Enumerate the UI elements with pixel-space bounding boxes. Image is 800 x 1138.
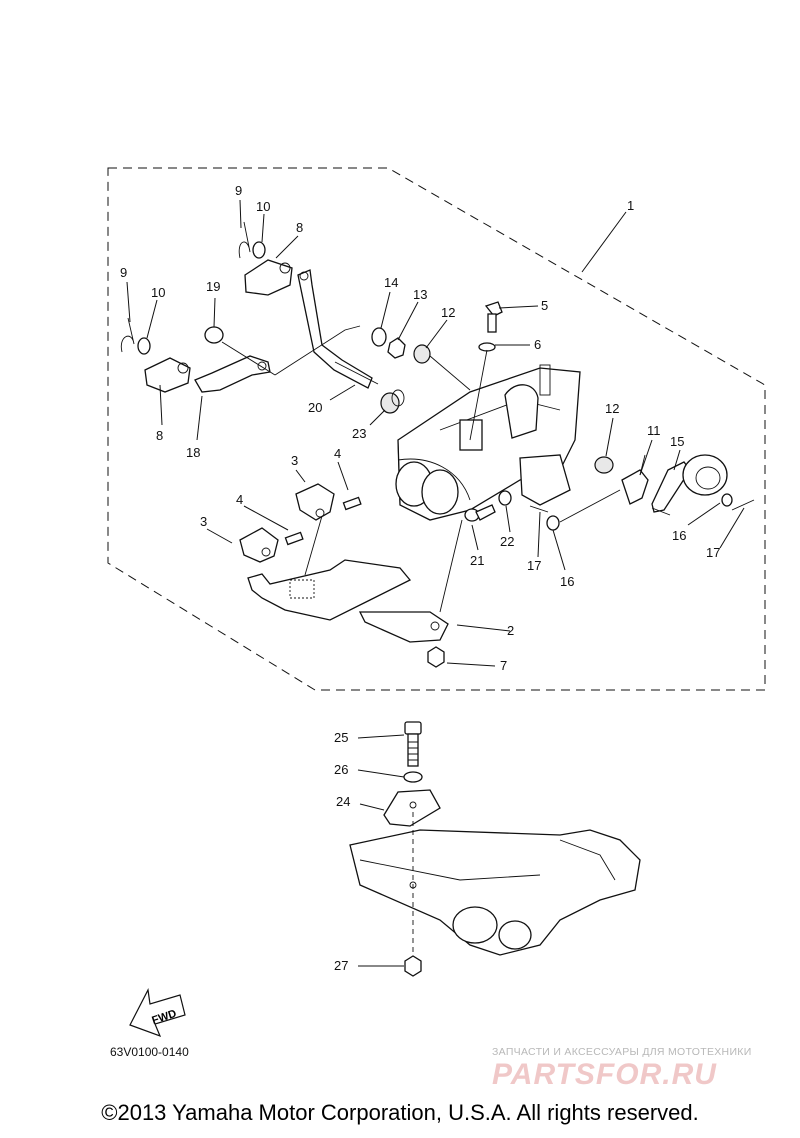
watermark-logo: PARTSFOR.RU	[492, 1058, 717, 1091]
callout-27: 27	[334, 958, 348, 973]
bolt-5	[484, 301, 503, 333]
callout-1: 1	[627, 198, 634, 213]
clip-9-lower	[120, 317, 135, 353]
washer-16-left	[546, 515, 560, 531]
nut-7	[427, 646, 445, 668]
clip-17-right	[731, 499, 755, 511]
callout-20: 20	[308, 400, 322, 415]
cam-3-lower	[239, 527, 279, 563]
callout-12-lower: 12	[605, 401, 619, 416]
assembly-boundary	[107, 167, 766, 691]
callout-3-upper: 3	[291, 453, 298, 468]
callout-9-upper: 9	[235, 183, 242, 198]
callout-6: 6	[534, 337, 541, 352]
bracket-link	[439, 519, 463, 613]
copyright-notice: ©2013 Yamaha Motor Corporation, U.S.A. A…	[101, 1100, 699, 1125]
remote-control-housing	[682, 454, 728, 496]
bracket-2	[247, 559, 449, 643]
joint-8-lower	[144, 357, 191, 393]
callout-11: 11	[647, 423, 661, 438]
lever-18	[194, 355, 271, 393]
washer-26	[403, 771, 423, 783]
bolt-25	[404, 721, 422, 767]
callout-12-upper: 12	[441, 305, 455, 320]
callout-13: 13	[413, 287, 427, 302]
link-dash	[559, 489, 621, 523]
washer-14	[371, 327, 387, 347]
pin-4-upper	[342, 496, 362, 511]
callout-18: 18	[186, 445, 200, 460]
joint-8-upper	[244, 259, 293, 296]
callout-23: 23	[352, 426, 366, 441]
bolt-5-axis	[469, 349, 488, 441]
diagram-code: 63V0100-0140	[110, 1045, 189, 1059]
callout-19: 19	[206, 279, 220, 294]
watermark-tagline: ЗАПЧАСТИ И АКСЕССУАРЫ ДЛЯ МОТОТЕХНИКИ	[492, 1046, 752, 1058]
callout-22: 22	[500, 534, 514, 549]
lower-bracket	[349, 812, 641, 960]
engine-housing	[395, 364, 581, 521]
pin-4-lower	[284, 531, 304, 546]
callout-15: 15	[670, 434, 684, 449]
nut-27	[404, 955, 422, 977]
clip-9-upper	[238, 221, 251, 259]
callout-26: 26	[334, 762, 348, 777]
callout-4-lower: 4	[236, 492, 243, 507]
callout-17-right: 17	[706, 545, 720, 560]
joint-11	[621, 454, 649, 505]
nut-13	[387, 337, 406, 359]
callout-10-lower: 10	[151, 285, 165, 300]
washer-6	[478, 342, 496, 352]
callout-14: 14	[384, 275, 398, 290]
washer-10-upper	[252, 241, 266, 259]
callout-24: 24	[336, 794, 350, 809]
cam-link	[304, 515, 323, 576]
callout-8-lower: 8	[156, 428, 163, 443]
bushing-12-upper	[413, 344, 471, 391]
callout-8-upper: 8	[296, 220, 303, 235]
lever-20	[297, 269, 379, 389]
callout-9-lower: 9	[120, 265, 127, 280]
bolt-21	[464, 504, 496, 522]
link-15	[651, 461, 691, 516]
callout-4-upper: 4	[334, 446, 341, 461]
callouts: 1 2 3 3 4 4 5 6 7 8 8 9 9 10 10 11 12 12…	[120, 183, 720, 973]
bushing-12-lower	[594, 456, 614, 474]
callout-5: 5	[541, 298, 548, 313]
cam-3-upper	[295, 483, 335, 521]
callout-17-lower: 17	[527, 558, 541, 573]
plate-24	[383, 789, 441, 827]
link-rod	[274, 325, 361, 376]
washer-22	[498, 490, 512, 506]
callout-25: 25	[334, 730, 348, 745]
callout-16-right: 16	[672, 528, 686, 543]
leader-lines	[126, 199, 745, 967]
washer-16-right	[721, 493, 733, 507]
callout-10-upper: 10	[256, 199, 270, 214]
fwd-arrow-icon: FWD	[129, 988, 186, 1038]
clip-17-left	[529, 505, 549, 513]
bushing-23	[380, 389, 405, 414]
callout-16-lower: 16	[560, 574, 574, 589]
callout-7: 7	[500, 658, 507, 673]
callout-2: 2	[507, 623, 514, 638]
washer-10-lower	[137, 337, 151, 355]
callout-21: 21	[470, 553, 484, 568]
callout-3-lower: 3	[200, 514, 207, 529]
